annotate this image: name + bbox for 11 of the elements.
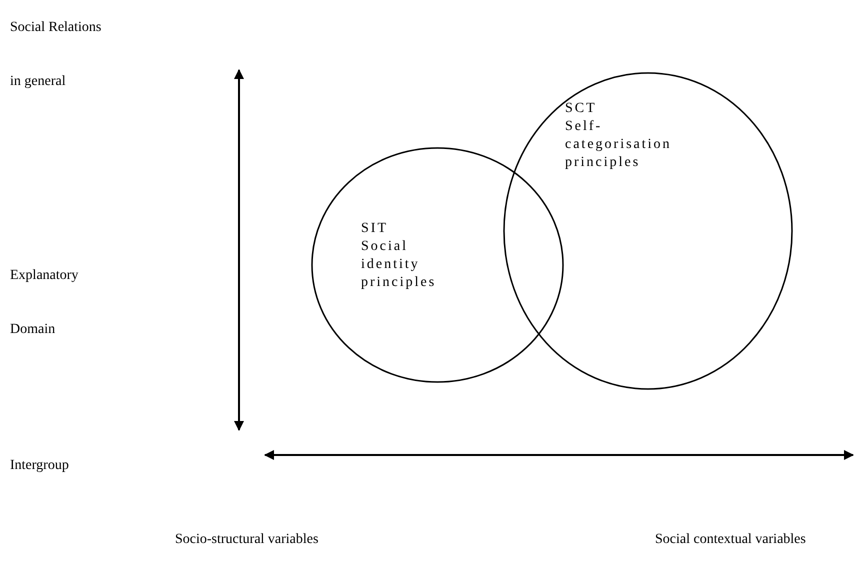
axis-label: Domain — [10, 322, 56, 338]
axis-label: Intergroup — [10, 458, 69, 474]
axis-label: Socio-structural variables — [175, 532, 318, 548]
axis-label: Social Relations — [10, 20, 102, 36]
axis-label: Social contextual variables — [655, 532, 806, 548]
circle-heading: SIT — [361, 220, 389, 238]
circle-text: Social identity principles — [361, 238, 438, 292]
circle-heading: SCT — [565, 100, 598, 118]
axis-label: Explanatory — [10, 268, 78, 284]
axis-label: in general — [10, 74, 66, 90]
circle-text: Self-categorisation principles — [565, 118, 673, 172]
